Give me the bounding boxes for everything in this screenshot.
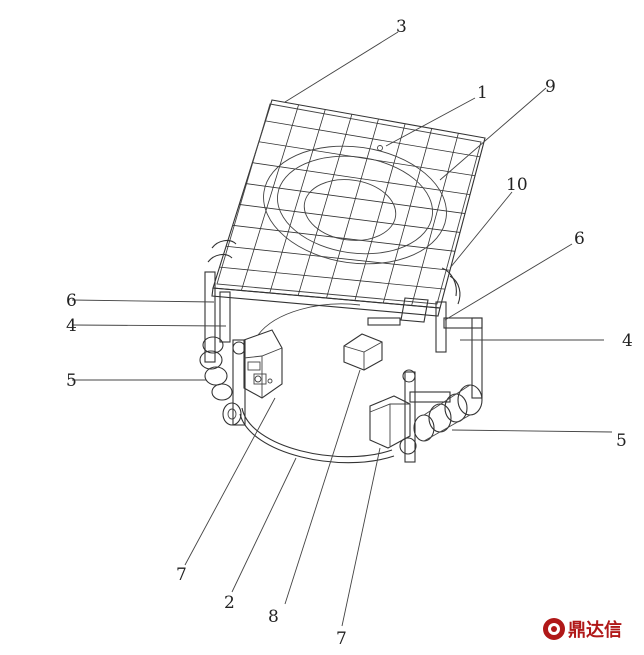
label-9: 9	[545, 77, 556, 97]
solar-panel	[211, 99, 486, 326]
label-10: 10	[506, 175, 528, 195]
base-ring	[239, 303, 395, 464]
label-6-right: 6	[574, 229, 585, 249]
label-1: 1	[477, 83, 488, 103]
label-7-left: 7	[176, 565, 187, 585]
right-mechanism	[369, 267, 483, 463]
label-8: 8	[268, 607, 279, 627]
label-6-left: 6	[66, 291, 77, 311]
left-mechanism	[199, 239, 283, 426]
reference-labels: 3 1 9 10 6 4 5 6 4 5 7 2 8 7	[66, 17, 633, 649]
label-2: 2	[224, 593, 235, 613]
label-4-left: 4	[66, 316, 77, 336]
label-5-right: 5	[616, 431, 627, 451]
label-7-right: 7	[336, 629, 347, 649]
label-4-right: 4	[622, 331, 633, 351]
label-3: 3	[396, 17, 407, 37]
watermark-text: 鼎达信	[568, 619, 622, 641]
watermark-logo: 鼎达信	[543, 618, 622, 641]
sensor-point	[377, 145, 383, 151]
leader-lines	[71, 31, 613, 627]
center-box	[343, 333, 383, 371]
label-5-left: 5	[66, 371, 77, 391]
